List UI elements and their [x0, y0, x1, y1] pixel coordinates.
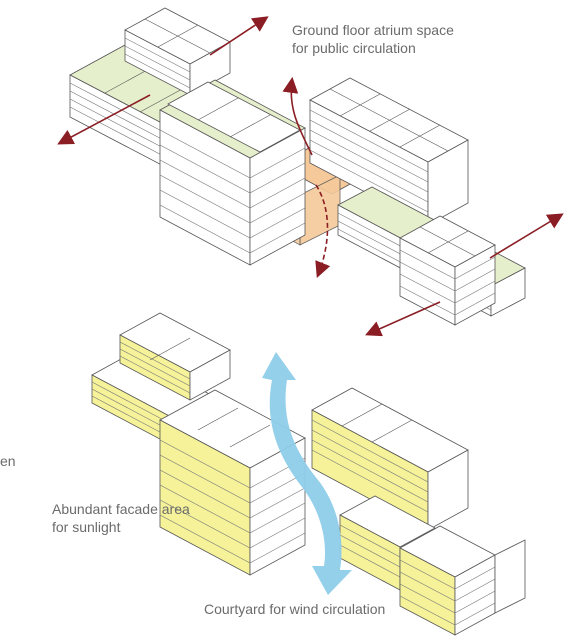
cropped-text-fragment: en [0, 453, 16, 469]
double-headed-arrow-icon [209, 16, 269, 56]
facade-annotation-line1: Abundant facade area [52, 501, 190, 517]
bottom-massing-diagram [91, 312, 526, 636]
atrium-annotation-line1: Ground floor atrium space [292, 22, 454, 38]
wind-annotation: Courtyard for wind circulation [204, 601, 386, 617]
curved-arrow-icon [315, 184, 331, 278]
right-front-tower-bottom [399, 525, 526, 636]
right-main-block-bottom [311, 387, 469, 531]
atrium-annotation: Ground floor atrium space for public cir… [292, 21, 454, 57]
curved-wind-arrow-icon [262, 352, 352, 595]
atrium-annotation-line2: for public circulation [292, 40, 416, 56]
facade-annotation: Abundant facade area for sunlight [52, 500, 190, 536]
left-main-block [159, 79, 306, 266]
top-massing-diagram [57, 7, 564, 337]
left-main-block-bottom [159, 389, 306, 576]
right-front-tower [399, 215, 496, 326]
circulation-arrows [57, 16, 564, 337]
facade-annotation-line2: for sunlight [52, 519, 121, 535]
right-main-block [309, 77, 469, 226]
curved-arrow-icon [282, 76, 313, 156]
double-headed-arrow-icon [365, 301, 441, 337]
double-headed-arrow-icon [57, 94, 151, 145]
double-headed-arrow-icon [489, 213, 564, 259]
